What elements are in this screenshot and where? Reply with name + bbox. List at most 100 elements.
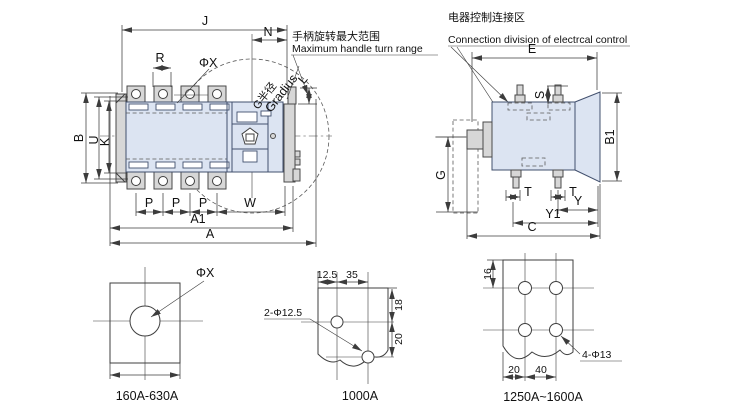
dim-S-label: S (533, 91, 547, 99)
control-zh-text: 电器控制连接区 (448, 10, 525, 24)
side-body (491, 101, 576, 171)
control-slot (526, 112, 551, 121)
vent-slot (128, 161, 149, 169)
switch-body (125, 101, 284, 173)
flange-slot (294, 150, 301, 158)
dim-J-label: J (202, 14, 208, 28)
side-dimensions: E S B1 G T T Y Y1 (434, 42, 622, 239)
bolt-collar (552, 169, 564, 178)
bottom-terminal-lugs (126, 171, 227, 190)
handle-shaft (466, 129, 484, 150)
control-slot (507, 102, 533, 111)
bolt-collar (552, 94, 564, 103)
dim-Y1-label: Y1 (545, 207, 560, 221)
terminal-hole (158, 176, 168, 186)
body-vent-slots (128, 103, 230, 169)
hole-diameter-label: ΦX (196, 266, 215, 280)
small-window (260, 110, 272, 117)
dim-T-label: T (569, 185, 577, 199)
vent-slot (155, 161, 176, 169)
terminal-hole (185, 176, 195, 186)
dim-K-label: K (98, 137, 112, 146)
dim-C-label: C (527, 220, 536, 234)
leader-line (309, 318, 363, 352)
screw (270, 133, 276, 139)
vent-slot (209, 103, 230, 111)
bolt-collar (510, 169, 522, 178)
dim-T-label: T (524, 185, 532, 199)
handle-range-en-text: Maximum handle turn range (292, 43, 423, 55)
vent-slot (128, 103, 149, 111)
mounting-hole (549, 323, 563, 337)
side-terminal-flare (574, 91, 601, 183)
top-terminal-lugs (126, 85, 227, 103)
mounting-pad (317, 287, 389, 367)
terminal-hole (212, 176, 222, 186)
dim-Y-label: Y (574, 194, 583, 208)
front-view: J N R ΦX B U K L G半径 (72, 14, 438, 247)
dim-N-label: N (263, 25, 272, 39)
flange-hook (292, 168, 301, 182)
control-en-text: Connection division of electrcal control (448, 34, 627, 46)
handle-base (482, 121, 493, 158)
dim-P-label: P (145, 196, 153, 210)
bolt-stem (512, 176, 520, 189)
bolt-stem (554, 176, 562, 189)
leader-line (150, 280, 205, 318)
bolt-collar (514, 94, 526, 103)
terminal-hole (131, 89, 141, 99)
dim-phi-x-label: ΦX (199, 56, 218, 70)
vent-slot (182, 103, 203, 111)
padlock-slot (242, 150, 258, 163)
bolt-stem (516, 84, 524, 97)
dim-P-label: P (172, 196, 180, 210)
mounting-hole (549, 281, 563, 295)
side-bolts (510, 84, 564, 189)
leader-line (450, 46, 509, 103)
dim-A-label: A (206, 227, 215, 241)
dim-16-label: 16 (482, 268, 494, 280)
hole-diameter-label: 4-Φ13 (582, 349, 612, 361)
flange-slot (294, 158, 301, 166)
leader-line (560, 335, 581, 355)
right-flange-plate (283, 103, 296, 183)
dim-B1-label: B1 (603, 129, 617, 144)
dim-18-label: 18 (393, 299, 405, 311)
leader-line (176, 68, 210, 104)
footprint-160a-630a: ΦX 160A-630A (93, 266, 215, 403)
control-slot (547, 102, 571, 111)
dim-P-label: P (199, 196, 207, 210)
footprint-1250a-1600a: 16 20 40 4-Φ13 1250A~1600A (482, 253, 622, 404)
terminal-hole (131, 176, 141, 186)
mounting-hole (518, 281, 532, 295)
dim-E-label: E (528, 42, 536, 56)
handle-range-annotation: 手柄旋转最大范围 Maximum handle turn range (291, 29, 438, 96)
vent-slot (209, 161, 230, 169)
dim-G-label: G (434, 170, 448, 180)
dim-20-label: 20 (508, 364, 520, 376)
bolt-stem (554, 84, 562, 97)
footprint-1000a: 12.5 35 18 20 2-Φ12.5 1000A (264, 269, 405, 403)
control-slot (521, 157, 546, 167)
side-handle (435, 119, 493, 214)
corner-tab (115, 93, 126, 104)
dim-U-label: U (87, 135, 101, 144)
hole-diameter-label: 2-Φ12.5 (264, 307, 302, 319)
terminal-hole (185, 89, 195, 99)
footprint-caption: 160A-630A (116, 389, 179, 403)
right-mounting-flange (283, 86, 301, 183)
mounting-hole (518, 323, 532, 337)
leader-line (292, 54, 309, 96)
corner-tab (115, 172, 126, 183)
control-connection-slots (507, 102, 571, 167)
dim-40-label: 40 (535, 364, 547, 376)
vent-slot (182, 161, 203, 169)
mounting-hole (129, 305, 161, 337)
left-mounting-flange (115, 93, 127, 183)
left-flange-plate (115, 93, 127, 183)
mounting-pad (502, 259, 574, 360)
dim-B-label: B (72, 134, 86, 142)
handle-mechanism (236, 110, 276, 163)
